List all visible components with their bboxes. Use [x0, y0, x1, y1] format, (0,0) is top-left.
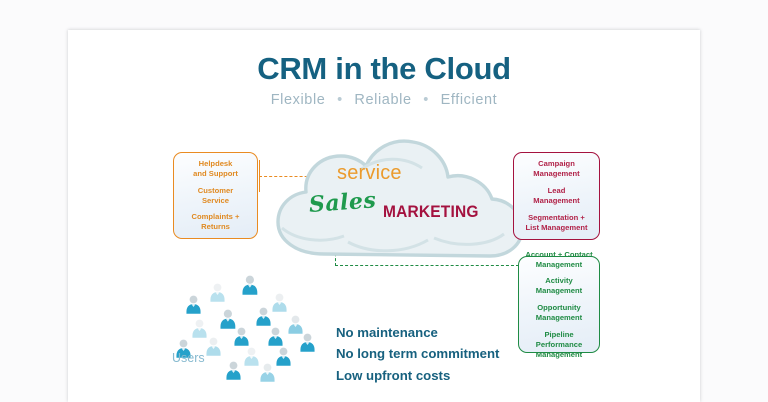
subtitle-word-reliable: Reliable: [354, 92, 412, 108]
benefit-no-maintenance: No maintenance: [336, 325, 438, 340]
user-person-icon: [192, 319, 207, 338]
user-person-icon: [268, 327, 283, 346]
user-person-icon: [226, 361, 241, 380]
user-person-icon: [260, 363, 275, 382]
user-person-icon: [288, 315, 303, 334]
users-label: Users: [172, 351, 205, 365]
subtitle-bullet-icon-1: •: [337, 92, 343, 108]
cloud-shape-icon: [276, 139, 524, 258]
user-person-icon: [242, 275, 258, 295]
user-person-icon: [244, 347, 259, 366]
user-person-icon: [206, 337, 221, 356]
cloud-label-service: service: [337, 162, 402, 184]
user-person-icon: [220, 309, 236, 329]
subtitle-word-flexible: Flexible: [270, 92, 326, 108]
cloud-label-marketing: MARKETING: [383, 203, 479, 221]
user-person-icon: [210, 283, 225, 302]
subtitle-bullet-icon-2: •: [423, 92, 429, 108]
user-person-icon: [272, 293, 287, 312]
subtitle-word-efficient: Efficient: [440, 92, 498, 108]
user-person-icon: [176, 339, 191, 358]
user-person-icon: [186, 295, 201, 314]
page-title: CRM in the Cloud: [257, 51, 511, 86]
benefits-list: No maintenance No long term commitment L…: [336, 322, 499, 386]
marketing-item-segmentation: Segmentation +List Management: [525, 212, 588, 232]
users-cluster: [170, 275, 315, 382]
connector-sales-horizontal: [335, 265, 519, 266]
service-item-complaints: Complaints +Returns: [191, 212, 240, 232]
benefit-low-upfront: Low upfront costs: [336, 367, 451, 383]
page-subtitle: Flexible • Reliable • Efficient: [0, 92, 768, 108]
user-person-icon: [234, 327, 249, 346]
user-person-icon: [256, 307, 271, 326]
user-person-icon: [276, 347, 291, 366]
connector-service-horizontal: [259, 176, 333, 177]
benefit-no-long-term: No long term commitment: [336, 346, 500, 362]
cloud-label-sales: Sales: [308, 187, 378, 218]
user-person-icon: [300, 333, 315, 352]
